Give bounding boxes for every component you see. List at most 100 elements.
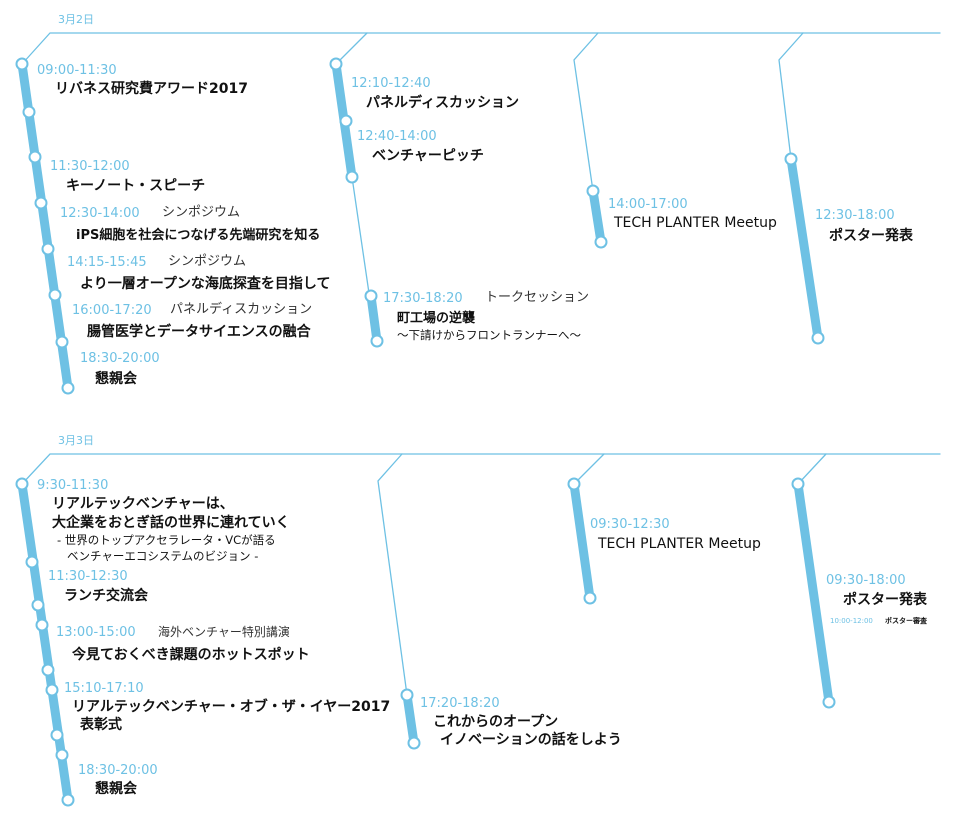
- day1-track2-bar-lower: [366, 291, 382, 346]
- node: [25, 555, 39, 569]
- node: [364, 289, 378, 303]
- session-title: ポスター発表: [829, 228, 913, 244]
- session-title: TECH PLANTER Meetup: [598, 536, 761, 552]
- sub-session-time: 10:00-12:00: [830, 617, 873, 625]
- node: [822, 695, 836, 709]
- session-title: iPS細胞を社会につなげる先端研究を知る: [76, 228, 321, 243]
- day2-track4-connector: [797, 453, 827, 485]
- node: [329, 57, 343, 71]
- node: [567, 477, 581, 491]
- node: [345, 170, 359, 184]
- node: [594, 235, 608, 249]
- node: [61, 381, 75, 395]
- node: [61, 793, 75, 807]
- session-title: ベンチャーピッチ: [372, 148, 484, 164]
- day2-track4-bar: [793, 479, 834, 707]
- session-title: ランチ交流会: [64, 588, 148, 604]
- sub-session-title: ポスター審査: [885, 617, 927, 625]
- node: [370, 334, 384, 348]
- session-time: 13:00-15:00: [56, 625, 136, 640]
- node: [35, 618, 49, 632]
- session-title-line1: リアルテックベンチャーは、: [52, 496, 234, 512]
- session-time: 17:20-18:20: [420, 696, 500, 711]
- node: [784, 152, 798, 166]
- session-category: パネルディスカッション: [170, 302, 313, 317]
- session-category: シンポジウム: [162, 205, 241, 220]
- node: [50, 728, 64, 742]
- session-title: より一層オープンな海底探査を目指して: [80, 276, 331, 292]
- session-time: 14:15-15:45: [67, 255, 147, 270]
- session-time: 09:30-18:00: [826, 573, 906, 588]
- node: [45, 683, 59, 697]
- day2-label: 3月3日: [58, 434, 94, 447]
- session-title: 腸管医学とデータサイエンスの融合: [87, 324, 311, 340]
- node: [339, 114, 353, 128]
- session-title-line2: イノベーションの話をしよう: [440, 732, 622, 748]
- node: [15, 57, 29, 71]
- session-time: 15:10-17:10: [64, 681, 144, 696]
- node: [22, 105, 36, 119]
- day2-track3-connector: [573, 453, 605, 485]
- session-time: 16:00-17:20: [72, 303, 152, 318]
- session-category: シンポジウム: [168, 254, 247, 269]
- node: [791, 477, 805, 491]
- node: [31, 598, 45, 612]
- day1-track4-connector: [778, 32, 804, 160]
- day2-track3-bar: [569, 479, 595, 603]
- session-time: 18:30-20:00: [80, 351, 160, 366]
- session-category: 海外ベンチャー特別講演: [158, 625, 290, 639]
- session-time: 12:30-18:00: [815, 208, 895, 223]
- node: [28, 150, 42, 164]
- node: [41, 242, 55, 256]
- session-title: パネルディスカッション: [366, 95, 520, 111]
- session-time: 11:30-12:30: [48, 569, 128, 584]
- session-title: TECH PLANTER Meetup: [614, 215, 777, 231]
- day1-track4-bar: [786, 154, 823, 343]
- session-time: 09:30-12:30: [590, 517, 670, 532]
- node: [41, 663, 55, 677]
- session-title-line1: リアルテックベンチャー・オブ・ザ・イヤー2017: [72, 699, 391, 715]
- session-title: 町工場の逆襲: [397, 311, 476, 326]
- day2-track2-connector: [377, 453, 408, 696]
- session-title-line2: 表彰式: [80, 717, 122, 733]
- session-time: 17:30-18:20: [383, 291, 463, 306]
- session-time: 09:00-11:30: [37, 63, 117, 78]
- node: [586, 184, 600, 198]
- session-subtitle-line2: ベンチャーエコシステムのビジョン -: [67, 549, 259, 563]
- day1-header-line: [21, 32, 941, 65]
- session-title-line2: 大企業をおとぎ話の世界に連れていく: [52, 515, 290, 531]
- day2-header-line: [21, 453, 941, 485]
- session-time: 12:40-14:00: [357, 129, 437, 144]
- node: [55, 748, 69, 762]
- session-title: ポスター発表: [843, 592, 927, 608]
- day1-label: 3月2日: [58, 13, 94, 26]
- node: [583, 591, 597, 605]
- session-time: 14:00-17:00: [608, 197, 688, 212]
- session-title: 今見ておくべき課題のホットスポット: [72, 647, 310, 663]
- day2-track1-bar: [17, 479, 73, 805]
- session-time: 12:30-14:00: [60, 206, 140, 221]
- session-time: 12:10-12:40: [351, 76, 431, 91]
- session-time: 18:30-20:00: [78, 763, 158, 778]
- node: [407, 736, 421, 750]
- session-time: 9:30-11:30: [37, 478, 109, 493]
- session-title: キーノート・スピーチ: [66, 178, 206, 194]
- session-category: トークセッション: [485, 290, 590, 305]
- day2-track2-bar: [402, 690, 419, 748]
- session-title: 懇親会: [95, 781, 137, 797]
- session-subtitle-line1: - 世界のトップアクセラレータ・VCが語る: [57, 533, 276, 547]
- session-subtitle: 〜下請けからフロントランナーへ〜: [397, 328, 581, 342]
- day1-track2-connector: [335, 32, 368, 65]
- day1-track3-bar: [588, 186, 606, 247]
- node: [34, 196, 48, 210]
- session-time: 11:30-12:00: [50, 159, 130, 174]
- node: [400, 688, 414, 702]
- node: [48, 288, 62, 302]
- node: [55, 335, 69, 349]
- node: [811, 331, 825, 345]
- session-title-line1: これからのオープン: [433, 714, 559, 730]
- session-title: 懇親会: [95, 371, 137, 387]
- node: [15, 477, 29, 491]
